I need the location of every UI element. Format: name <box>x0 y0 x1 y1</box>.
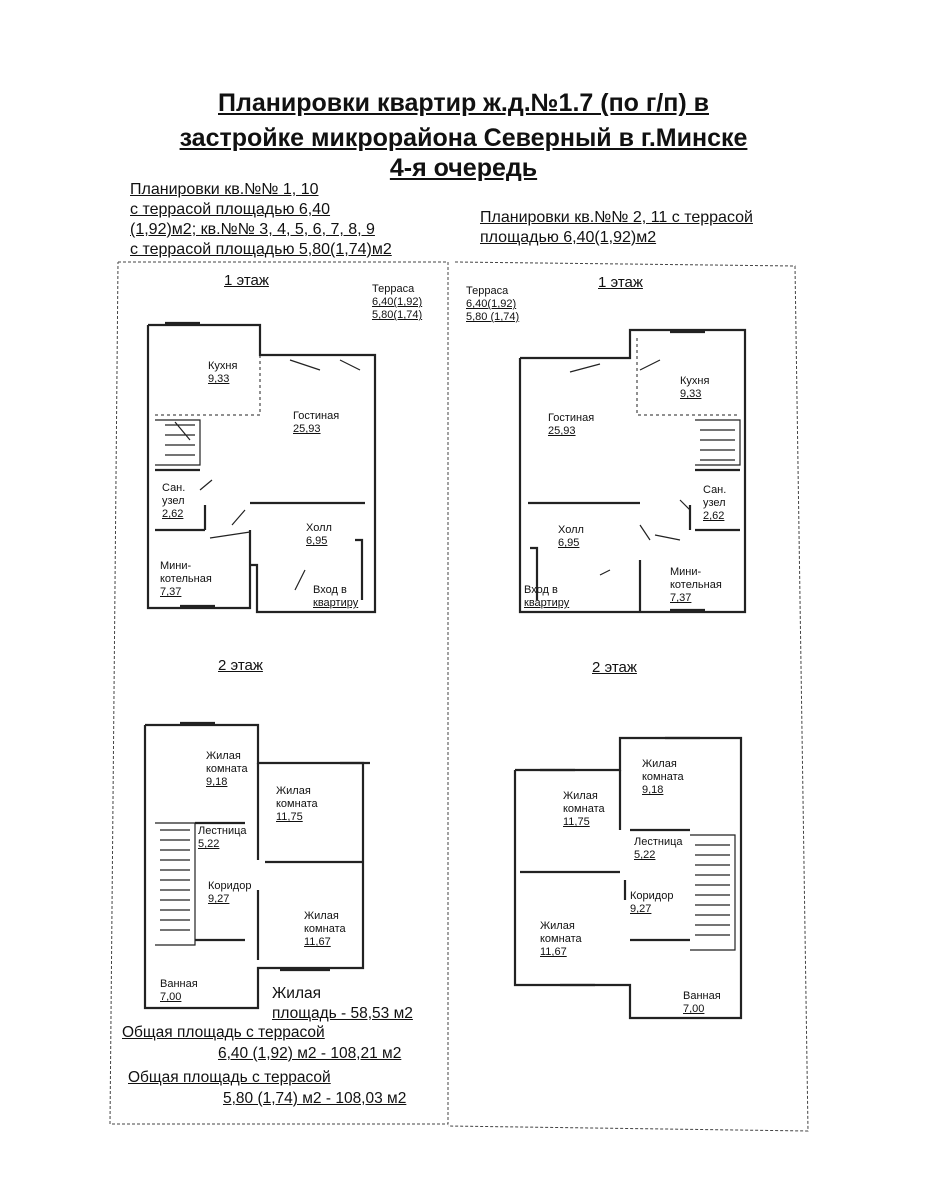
total-area-1-line-1: Общая площадь с террасой <box>122 1024 325 1041</box>
right-caption-2: площадью 6,40(1,92)м2 <box>480 229 657 246</box>
living-area-line-1: Жилая <box>272 985 322 1002</box>
title-line-2: застройке микрорайона Северный в г.Минск… <box>179 124 748 152</box>
title-line-1: Планировки квартир ж.д.№1.7 (по г/п) в <box>218 89 709 117</box>
left-floor2-heading: 2 этаж <box>218 657 263 674</box>
total-area-2-line-2: 5,80 (1,74) м2 - 108,03 м2 <box>223 1090 407 1107</box>
left-caption-2: с террасой площадью 6,40 <box>130 201 331 218</box>
left-caption-3: (1,92)м2; кв.№№ 3, 4, 5, 6, 7, 8, 9 <box>130 221 375 238</box>
title-line-3: 4-я очередь <box>389 154 538 182</box>
left-floor2-plan <box>143 721 370 1010</box>
living-area-line-2: площадь - 58,53 м2 <box>272 1005 413 1022</box>
right-floor1-plan <box>518 328 747 614</box>
right-floor2-heading: 2 этаж <box>592 659 637 676</box>
total-area-2-line-1: Общая площадь с террасой <box>128 1069 331 1086</box>
left-floor1-heading: 1 этаж <box>224 272 269 289</box>
total-area-1-line-2: 6,40 (1,92) м2 - 108,21 м2 <box>218 1045 402 1062</box>
left-caption-4: с террасой площадью 5,80(1,74)м2 <box>130 241 392 258</box>
left-frame <box>109 261 449 1125</box>
right-caption-1: Планировки кв.№№ 2, 11 с террасой <box>480 209 753 226</box>
right-floor1-heading: 1 этаж <box>598 274 643 291</box>
left-floor1-plan <box>146 321 377 614</box>
right-frame <box>447 261 809 1132</box>
right-floor2-plan <box>513 736 743 1020</box>
left-caption-1: Планировки кв.№№ 1, 10 <box>130 181 319 198</box>
